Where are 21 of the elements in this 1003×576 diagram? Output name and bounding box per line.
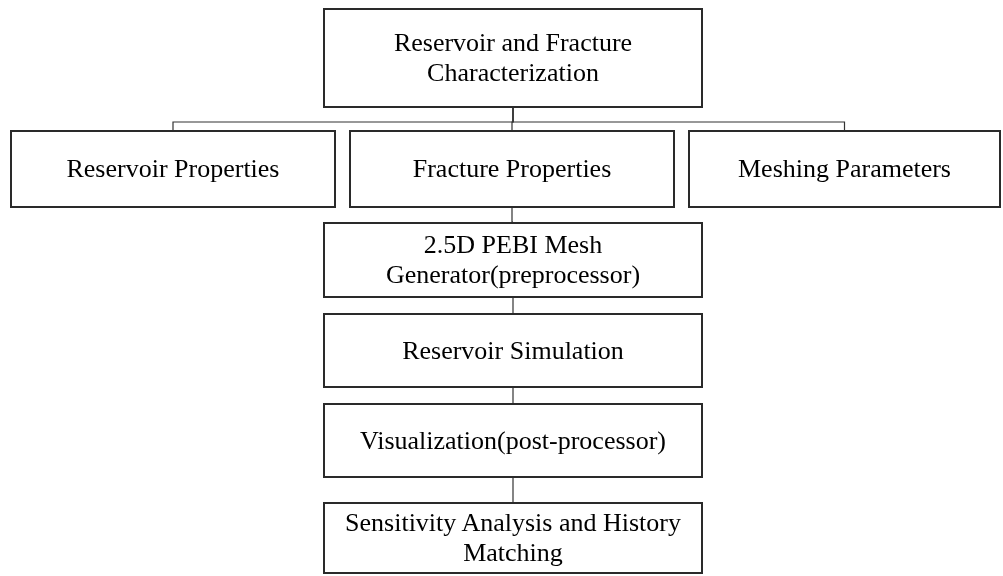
connector-line bbox=[512, 477, 514, 503]
connector-line bbox=[512, 387, 514, 404]
box-label: Reservoir Simulation bbox=[402, 335, 624, 366]
box-label: Visualization(post-processor) bbox=[360, 425, 666, 456]
process-box bbox=[349, 130, 675, 208]
process-box bbox=[10, 130, 336, 208]
process-box bbox=[688, 130, 1001, 208]
box-label: Meshing Parameters bbox=[738, 154, 951, 184]
box-label: Fracture Properties bbox=[412, 154, 612, 184]
box-label: 2.5D PEBI Mesh Generator(preprocessor) bbox=[384, 230, 642, 290]
process-box bbox=[323, 313, 703, 388]
connector-line bbox=[512, 297, 514, 314]
box-label: Reservoir and Fracture Characterization bbox=[392, 28, 634, 88]
connector-line bbox=[511, 207, 514, 223]
box-label: Reservoir Properties bbox=[66, 154, 280, 184]
box-label: Sensitivity Analysis and History Matching bbox=[344, 508, 682, 568]
connector-line bbox=[512, 107, 846, 131]
process-box bbox=[323, 403, 703, 478]
process-box bbox=[323, 8, 703, 108]
process-box bbox=[323, 222, 703, 298]
process-box bbox=[323, 502, 703, 574]
